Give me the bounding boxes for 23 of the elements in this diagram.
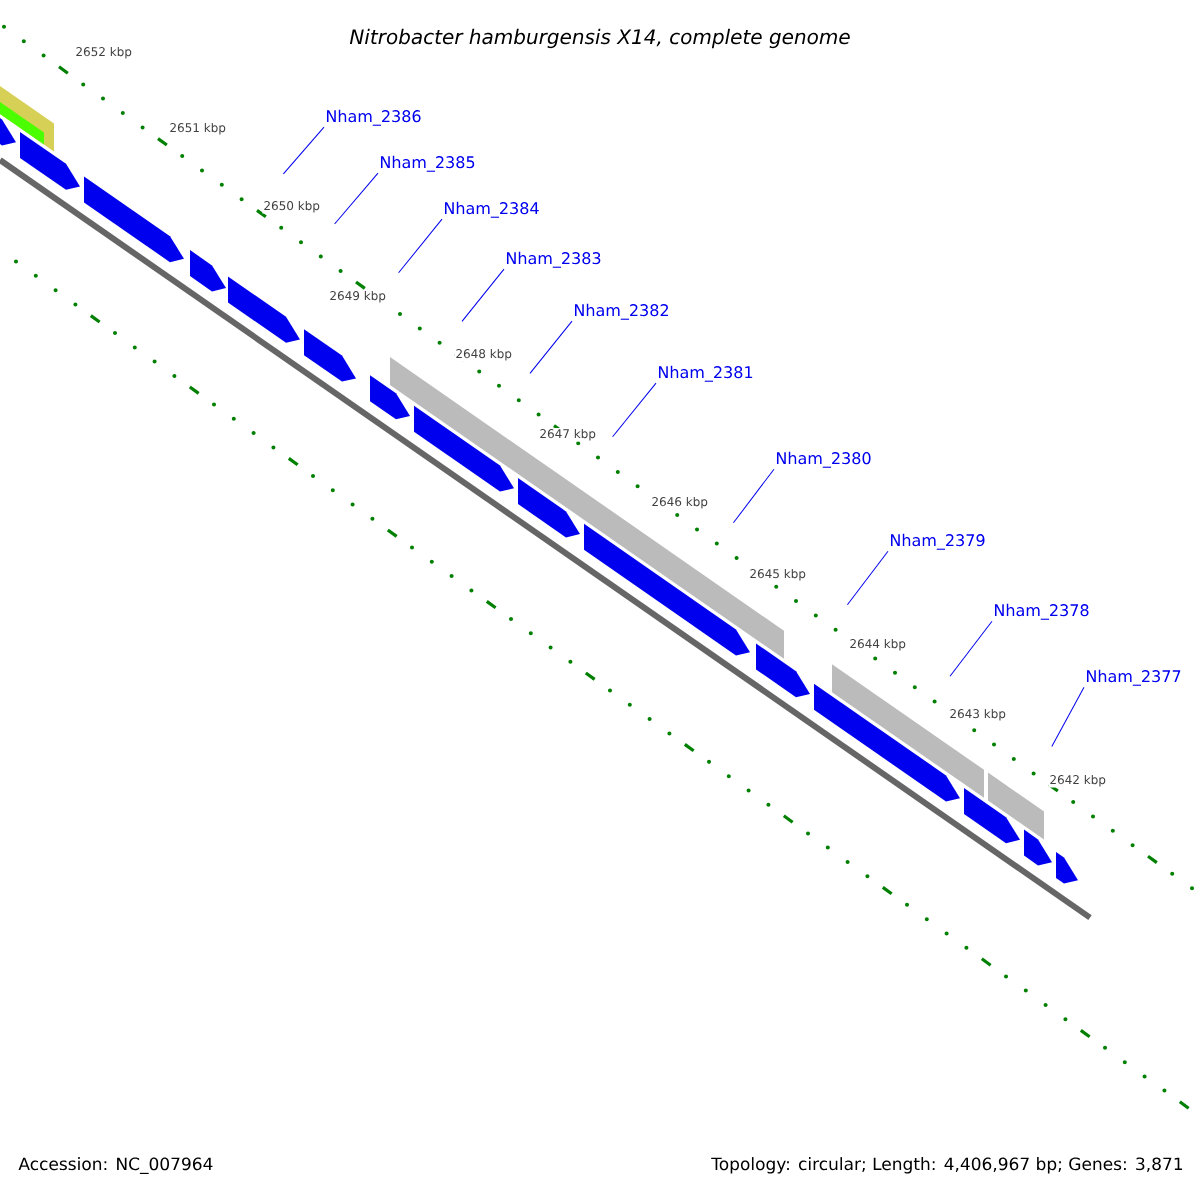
title: Nitrobacter hamburgensis X14, complete genome (349, 28, 850, 49)
gene-label: Nham_2379 (891, 533, 985, 550)
gene-label: Nham_2378 (995, 603, 1089, 620)
gene-label: Nham_2386 (326, 109, 421, 126)
leader-line (334, 172, 379, 225)
gene-label: Nham_2381 (658, 365, 753, 382)
leader-line (398, 218, 443, 274)
leader-line (949, 620, 993, 677)
gene-label: Nham_2385 (380, 155, 475, 172)
gene-label: Nham_2382 (575, 303, 668, 320)
accession-text: Accession: NC_007964 (18, 1157, 213, 1175)
leader-line (529, 320, 573, 374)
leader-line (282, 126, 325, 175)
genome-info-text: Topology: circular; Length: 4,406,967 bp; Genes: 3,871 (711, 1157, 1183, 1174)
gene-label: Nham_2380 (777, 451, 871, 468)
gene-label: Nham_2384 (444, 201, 539, 218)
leader-line (732, 468, 775, 524)
leader-line (612, 382, 657, 438)
leader-line (461, 268, 505, 322)
gene-label: Nham_2377 (1087, 669, 1181, 686)
leader-line (846, 550, 889, 606)
leader-line (1051, 686, 1085, 747)
gene-label: Nham_2383 (506, 251, 601, 268)
